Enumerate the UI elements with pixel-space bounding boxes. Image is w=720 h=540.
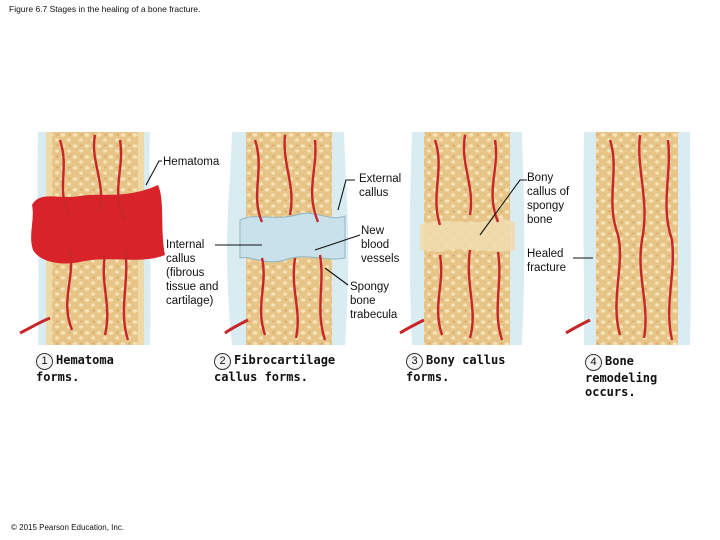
stage-4-text: Bone xyxy=(605,354,634,368)
stage-2-number: 2 xyxy=(214,353,231,370)
label-hematoma: Hematoma xyxy=(163,156,220,168)
hematoma-blob xyxy=(31,185,166,264)
stage-4-text-line3: occurs. xyxy=(585,385,636,399)
leader-lines xyxy=(145,160,593,286)
bone-stage-1 xyxy=(19,132,166,345)
stage-3-number: 3 xyxy=(406,353,423,370)
stage-1-text-line2: forms. xyxy=(36,370,80,384)
stage-4-text-line2: remodeling xyxy=(585,371,658,385)
bone-stage-4 xyxy=(565,132,691,345)
label-healed-fracture: Healed fracture xyxy=(527,248,566,274)
stage-1-text: Hematoma xyxy=(56,353,114,367)
bone-stage-3 xyxy=(399,132,525,345)
label-external-callus: External callus xyxy=(359,173,402,199)
stage-2-text-line2: callus forms. xyxy=(214,370,308,384)
label-internal-callus: Internal callus (fibrous tissue and cart… xyxy=(166,239,219,307)
stage-3-text-line2: forms. xyxy=(406,370,450,384)
label-bony-callus-of-spongy-bone: Bony callus of spongy bone xyxy=(527,172,570,226)
fibrocartilage-callus xyxy=(239,212,346,263)
copyright-notice: © 2015 Pearson Education, Inc. xyxy=(11,523,125,532)
stage-1-number: 1 xyxy=(36,353,53,370)
stage-4-number: 4 xyxy=(585,354,602,371)
bone-stage-2 xyxy=(224,132,349,345)
figure-caption: Figure 6.7 Stages in the healing of a bo… xyxy=(9,4,201,14)
stage-2-text: Fibrocartilage xyxy=(234,353,336,367)
label-spongy-bone-trabecula: Spongy bone trabecula xyxy=(350,281,398,321)
label-new-blood-vessels: New blood vessels xyxy=(361,225,400,265)
stage-3-text: Bony callus xyxy=(426,353,506,367)
